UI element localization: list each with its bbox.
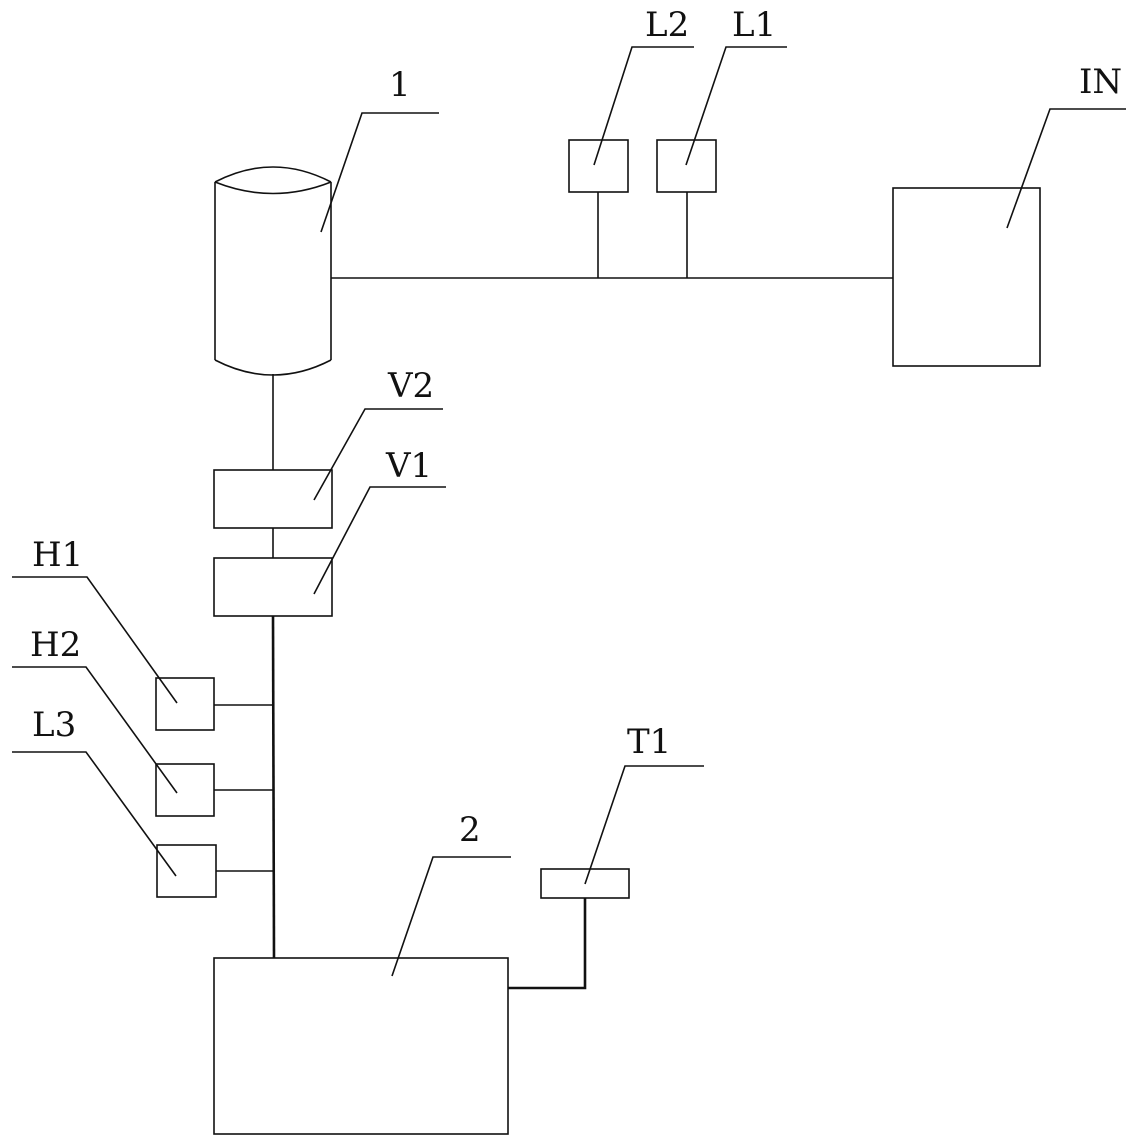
- tank-2-box: [213, 957, 509, 1135]
- leader-in: [1006, 108, 1126, 229]
- sensor-l1-box: [656, 139, 717, 193]
- leader-v2: [313, 408, 443, 501]
- label-tank-2: 2: [459, 810, 481, 850]
- label-h2: H2: [30, 625, 81, 665]
- leader-h1: [12, 576, 178, 704]
- pipe-v1-to-tank2: [271, 615, 276, 959]
- sensor-l3-box: [156, 844, 217, 898]
- label-t1: T1: [627, 722, 671, 762]
- leader-v1: [313, 486, 446, 595]
- sensor-h2-box: [155, 763, 215, 817]
- label-v2: V2: [387, 366, 434, 406]
- label-h1: H1: [32, 535, 83, 575]
- in-box: [892, 187, 1041, 367]
- leader-tank-2: [391, 856, 511, 977]
- label-l1: L1: [732, 5, 776, 45]
- leader-l3: [12, 751, 177, 877]
- leader-l1: [685, 46, 787, 166]
- valve-v1-box: [213, 557, 333, 617]
- label-l2: L2: [645, 5, 689, 45]
- sensor-h1-box: [155, 677, 215, 731]
- label-l3: L3: [32, 705, 76, 745]
- pipe-t1-to-tank2: [508, 898, 587, 990]
- sensor-l2-box: [568, 139, 629, 193]
- label-v1: V1: [385, 446, 432, 486]
- leader-t1: [584, 765, 704, 885]
- tank-1: [214, 166, 332, 376]
- leader-l2: [593, 46, 694, 166]
- label-in: IN: [1079, 62, 1122, 102]
- label-tank-1: 1: [389, 65, 411, 105]
- leader-h2: [12, 666, 178, 794]
- leader-tank-1: [320, 112, 439, 233]
